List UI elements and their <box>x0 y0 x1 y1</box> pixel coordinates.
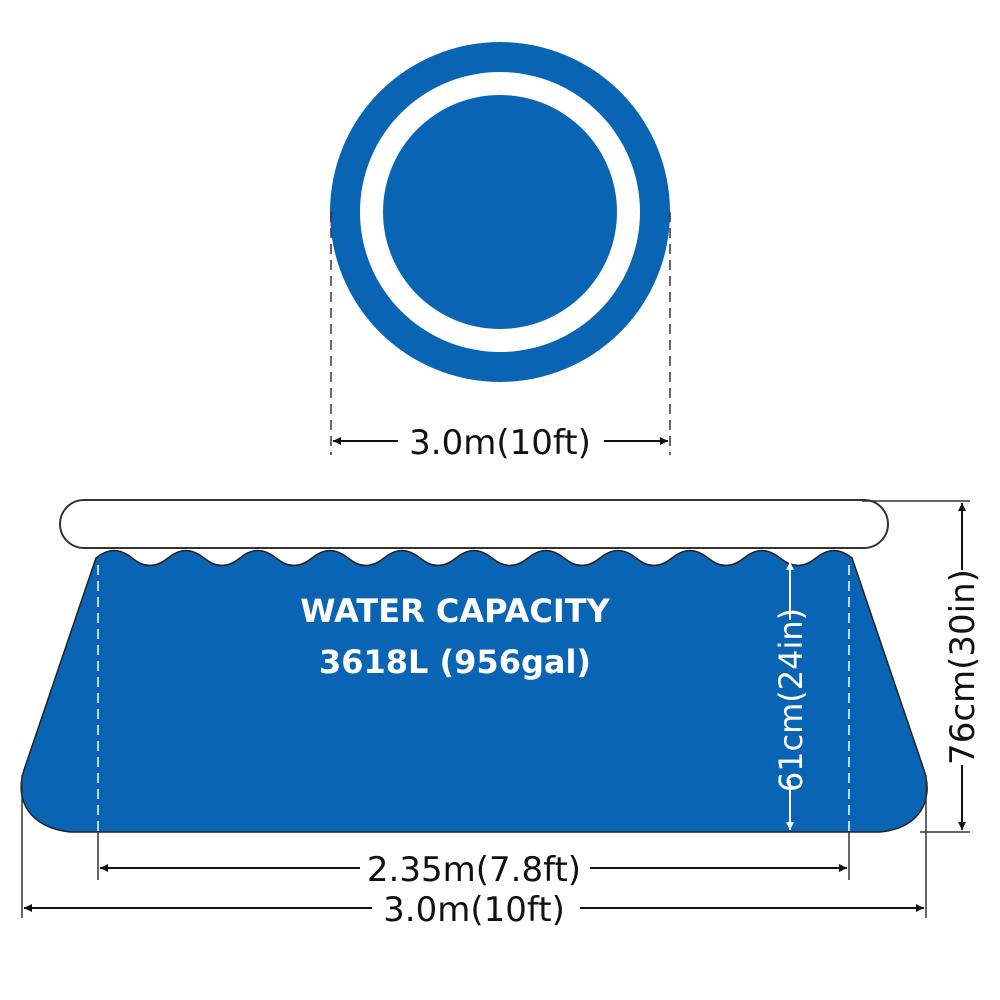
bottom-diameter-label: 2.35m(7.8ft) <box>367 850 581 890</box>
top-inflatable-ring <box>59 499 889 549</box>
water-capacity-value: 3618L (956gal) <box>319 643 591 681</box>
top-view-diameter-label: 3.0m(10ft) <box>409 423 591 463</box>
total-height-label: 76cm(30in) <box>943 569 983 765</box>
water-height-label: 61cm(24in) <box>772 608 810 792</box>
side-view: WATER CAPACITY 3618L (956gal) 61cm(24in)… <box>20 499 983 930</box>
top-view-water <box>383 95 617 329</box>
water-capacity-title: WATER CAPACITY <box>300 592 610 630</box>
top-diameter-label: 3.0m(10ft) <box>383 890 565 930</box>
top-view: 3.0m(10ft) <box>330 42 671 463</box>
pool-body <box>20 549 928 833</box>
